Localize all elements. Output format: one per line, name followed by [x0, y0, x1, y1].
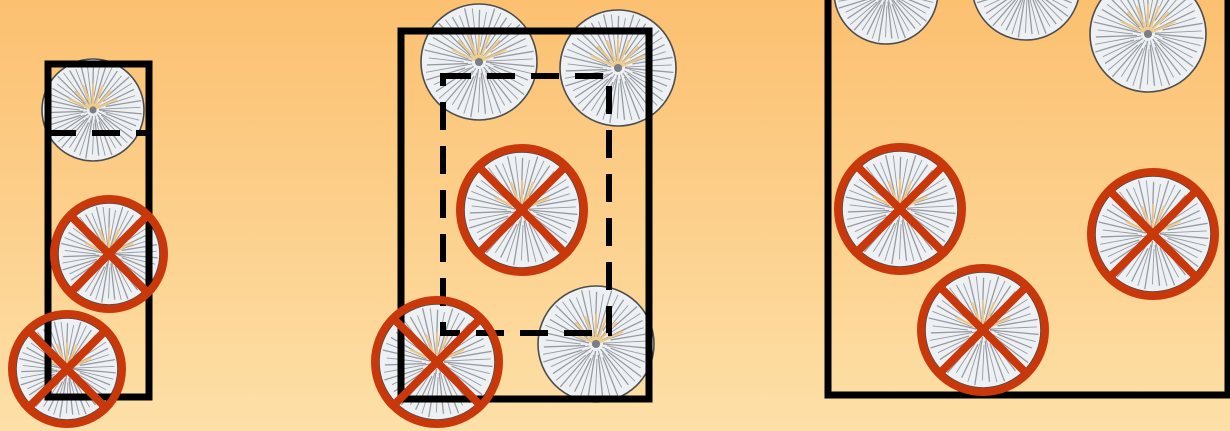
panel-medium-kept-cell-1 — [420, 3, 538, 121]
panel-narrow-exclusion-mark-1 — [50, 195, 168, 313]
panel-medium-kept-cell-3 — [537, 285, 655, 403]
panel-wide-exclusion-mark-1 — [834, 143, 966, 275]
panel-medium-outer-box — [397, 27, 653, 403]
panel-wide-kept-cell-3 — [1089, 0, 1207, 93]
panel-medium-kept-cell-2 — [559, 9, 677, 127]
panel-medium-exclusion-mark-1 — [456, 144, 588, 276]
panel-medium-inner-box — [440, 73, 612, 336]
panel-medium-exclusion-mark-2 — [371, 296, 503, 428]
crosses-layer — [8, 143, 1219, 428]
panel-wide-outer-box — [824, 0, 1230, 399]
panel-wide-exclusion-mark-3 — [917, 264, 1049, 396]
panel-wide-kept-cell-1 — [833, 0, 939, 45]
panel-wide-exclusion-mark-2 — [1087, 168, 1219, 300]
panel-narrow-exclusion-mark-2 — [8, 310, 126, 428]
panel-wide-kept-cell-2 — [973, 0, 1079, 41]
panel-narrow-kept-cell-1 — [41, 58, 145, 162]
